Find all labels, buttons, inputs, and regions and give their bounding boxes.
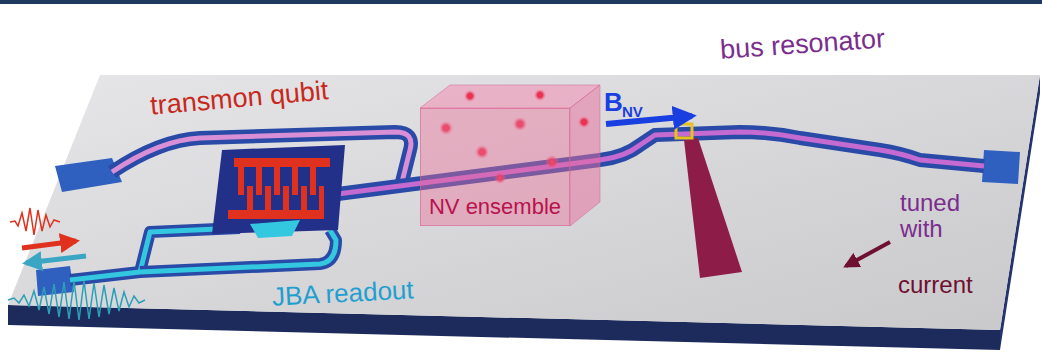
transmon-island (212, 145, 345, 234)
field-symbol: B (604, 88, 623, 117)
launch-pad (55, 158, 122, 192)
chip-top-face (8, 75, 1040, 330)
annotation-text: tuned with (900, 190, 982, 243)
nv-center (464, 90, 476, 102)
sample-box: NV ensemble (420, 108, 570, 226)
frame-bar (0, 0, 1042, 4)
box-side-face (570, 85, 600, 226)
field-subscript: NV (622, 104, 643, 121)
capacitor-finger (238, 167, 244, 195)
cpw-gap (140, 230, 336, 272)
jba-line (140, 230, 336, 272)
launch-pad (982, 150, 1020, 184)
capacitor-finger (247, 186, 253, 210)
nv-center (534, 89, 546, 101)
capacitor-finger (292, 167, 298, 195)
capacitor-finger (319, 186, 324, 210)
coupling-pad (250, 220, 300, 238)
field-arrow (606, 116, 692, 124)
box-label: NV ensemble (429, 195, 561, 219)
capacitor-finger (274, 167, 280, 195)
annotation-text: current (898, 272, 973, 298)
capacitor-finger (301, 186, 307, 210)
drive-pulse (10, 208, 60, 235)
capacitor-finger (310, 167, 316, 195)
input-arrow (22, 241, 76, 248)
capacitor-pad (228, 210, 324, 219)
output-arrow (26, 256, 86, 263)
capacitor-finger (283, 186, 289, 210)
pointer-arrow (846, 242, 890, 266)
box-top-face (420, 85, 600, 108)
capacitor-finger (256, 167, 262, 195)
readout-signal (8, 281, 145, 320)
component-label: bus resonator (719, 24, 886, 65)
flux-line (684, 138, 742, 278)
capacitor-finger (265, 186, 271, 210)
squid-symbol (676, 124, 692, 138)
capacitor-pad (234, 158, 330, 167)
nv-center (578, 116, 590, 128)
transmon-capacitor (228, 158, 330, 219)
